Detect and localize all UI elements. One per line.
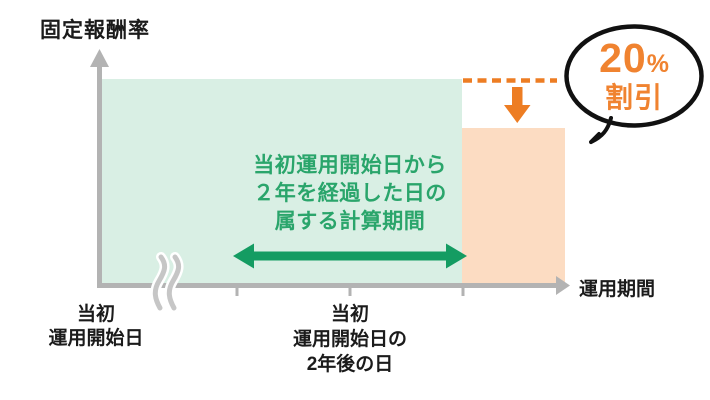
discount-bubble-text: 20% 割引: [566, 38, 702, 112]
discount-label: 割引: [604, 82, 663, 113]
tick-label-two-years-after: 当初 運用開始日の 2年後の日: [268, 302, 432, 377]
annotation-line: ２年を経過した日の: [253, 182, 447, 205]
tick-label-initial-start-date: 当初 運用開始日: [26, 303, 166, 351]
tick-label-line: 2年後の日: [306, 354, 394, 375]
calculation-period-annotation: 当初運用開始日から ２年を経過した日の 属する計算期間: [230, 152, 470, 236]
y-axis-arrowhead-icon: [90, 49, 109, 67]
axis-tick: [461, 283, 465, 296]
annotation-line: 属する計算期間: [274, 210, 426, 233]
axis-tick: [235, 283, 239, 296]
discounted-rate-area: [462, 128, 565, 283]
discount-unit: %: [646, 50, 669, 78]
tick-label-line: 当初: [76, 304, 115, 325]
speech-bubble-tail: [589, 116, 613, 144]
x-axis-title: 運用期間: [579, 279, 656, 300]
y-axis-title: 固定報酬率: [40, 19, 150, 42]
tick-label-line: 当初: [330, 304, 369, 325]
tick-label-line: 運用開始日の: [292, 329, 407, 350]
x-axis: [97, 283, 556, 288]
annotation-line: 当初運用開始日から: [253, 154, 447, 177]
discount-value: 20: [599, 35, 647, 81]
axis-tick: [348, 283, 352, 296]
discount-down-arrow-icon: [504, 87, 531, 123]
tick-label-line: 運用開始日: [48, 328, 144, 349]
